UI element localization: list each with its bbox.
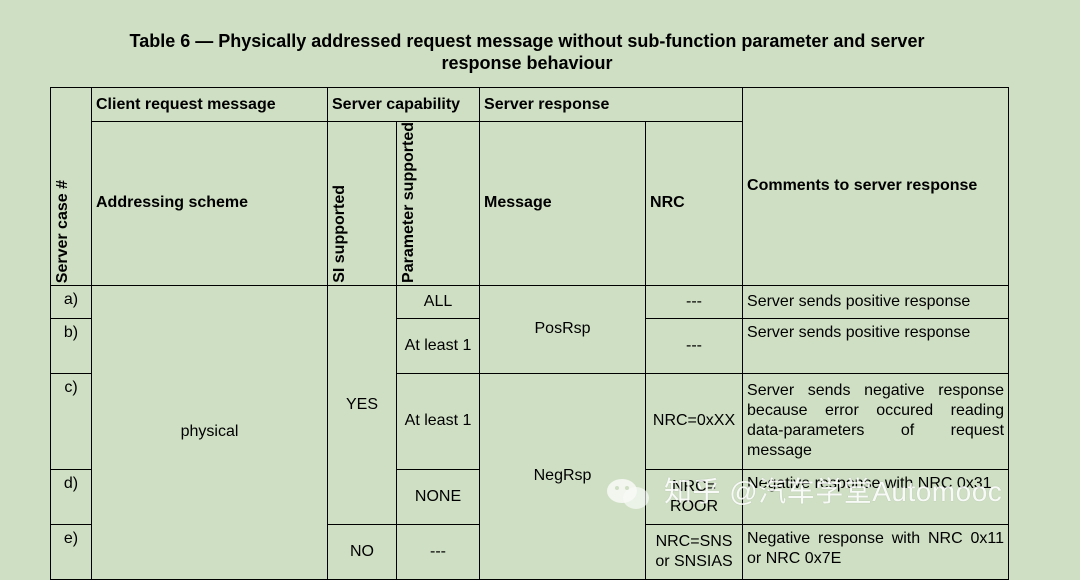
nrc-c: NRC=0xXX [645, 372, 744, 470]
table-row: a) physical YES ALL PosRsp --- Server se… [50, 284, 1010, 580]
param-a: ALL [395, 284, 481, 319]
server-capability-header: Server capability [326, 87, 481, 122]
header-row-2: Addressing scheme SI supported Parameter… [51, 121, 1009, 286]
case-c: c) [50, 372, 92, 470]
param-b: At least 1 [395, 317, 481, 374]
parameter-supported-header: Parameter supported [395, 121, 481, 286]
client-request-header: Client request message [91, 87, 328, 122]
param-e: --- [395, 523, 481, 580]
comment-a: Server sends positive response [742, 284, 1010, 319]
case-e: e) [50, 523, 92, 580]
nrc-header: NRC [645, 121, 744, 286]
param-c: At least 1 [395, 372, 481, 470]
server-response-table: Server case # Client request message Ser… [50, 87, 1010, 580]
table-title: Table 6 — Physically addressed request m… [0, 30, 1054, 74]
watermark: 知乎 @汽车学堂Automooc [606, 470, 1002, 511]
message-header: Message [479, 121, 647, 286]
param-d: NONE [395, 468, 481, 525]
addressing-scheme-header: Addressing scheme [91, 121, 328, 286]
table-title-line1: Table 6 — Physically addressed request m… [129, 31, 925, 51]
comment-c: Server sends negative response because e… [742, 372, 1010, 470]
comment-e: Negative response with NRC 0x11 or NRC 0… [742, 523, 1010, 580]
table-row: d) NONE NRC= ROOR Negative response with… [50, 468, 1010, 525]
table-row: b) At least 1 --- Server sends positive … [50, 317, 1010, 374]
header-row-1: Server case # Client request message Ser… [50, 87, 1010, 286]
si-e: NO [327, 523, 397, 580]
wechat-logo-icon [607, 478, 649, 509]
comment-b: Server sends positive response [742, 317, 1010, 374]
table-row: c) At least 1 NegRsp NRC=0xXX Server sen… [50, 372, 1010, 580]
case-d: d) [50, 468, 92, 525]
case-b: b) [50, 317, 92, 374]
addressing-physical: physical [91, 284, 328, 580]
nrc-b: --- [645, 317, 744, 374]
nrc-a: --- [645, 284, 744, 319]
si-supported-header: SI supported [327, 121, 397, 286]
server-case-header: Server case # [50, 87, 92, 286]
pos-rsp: PosRsp [479, 284, 647, 374]
comment-d: Negative response with NRC 0x31 [742, 468, 1010, 525]
table-title-line2: response behaviour [441, 53, 613, 73]
server-response-header: Server response [479, 87, 744, 122]
watermark-text: 知乎 @汽车学堂Automooc [664, 476, 1003, 507]
comments-header: Comments to server response [742, 87, 1010, 286]
case-a: a) [50, 284, 92, 319]
si-yes: YES [327, 284, 397, 525]
nrc-e: NRC=SNS or SNSIAS [645, 523, 744, 580]
